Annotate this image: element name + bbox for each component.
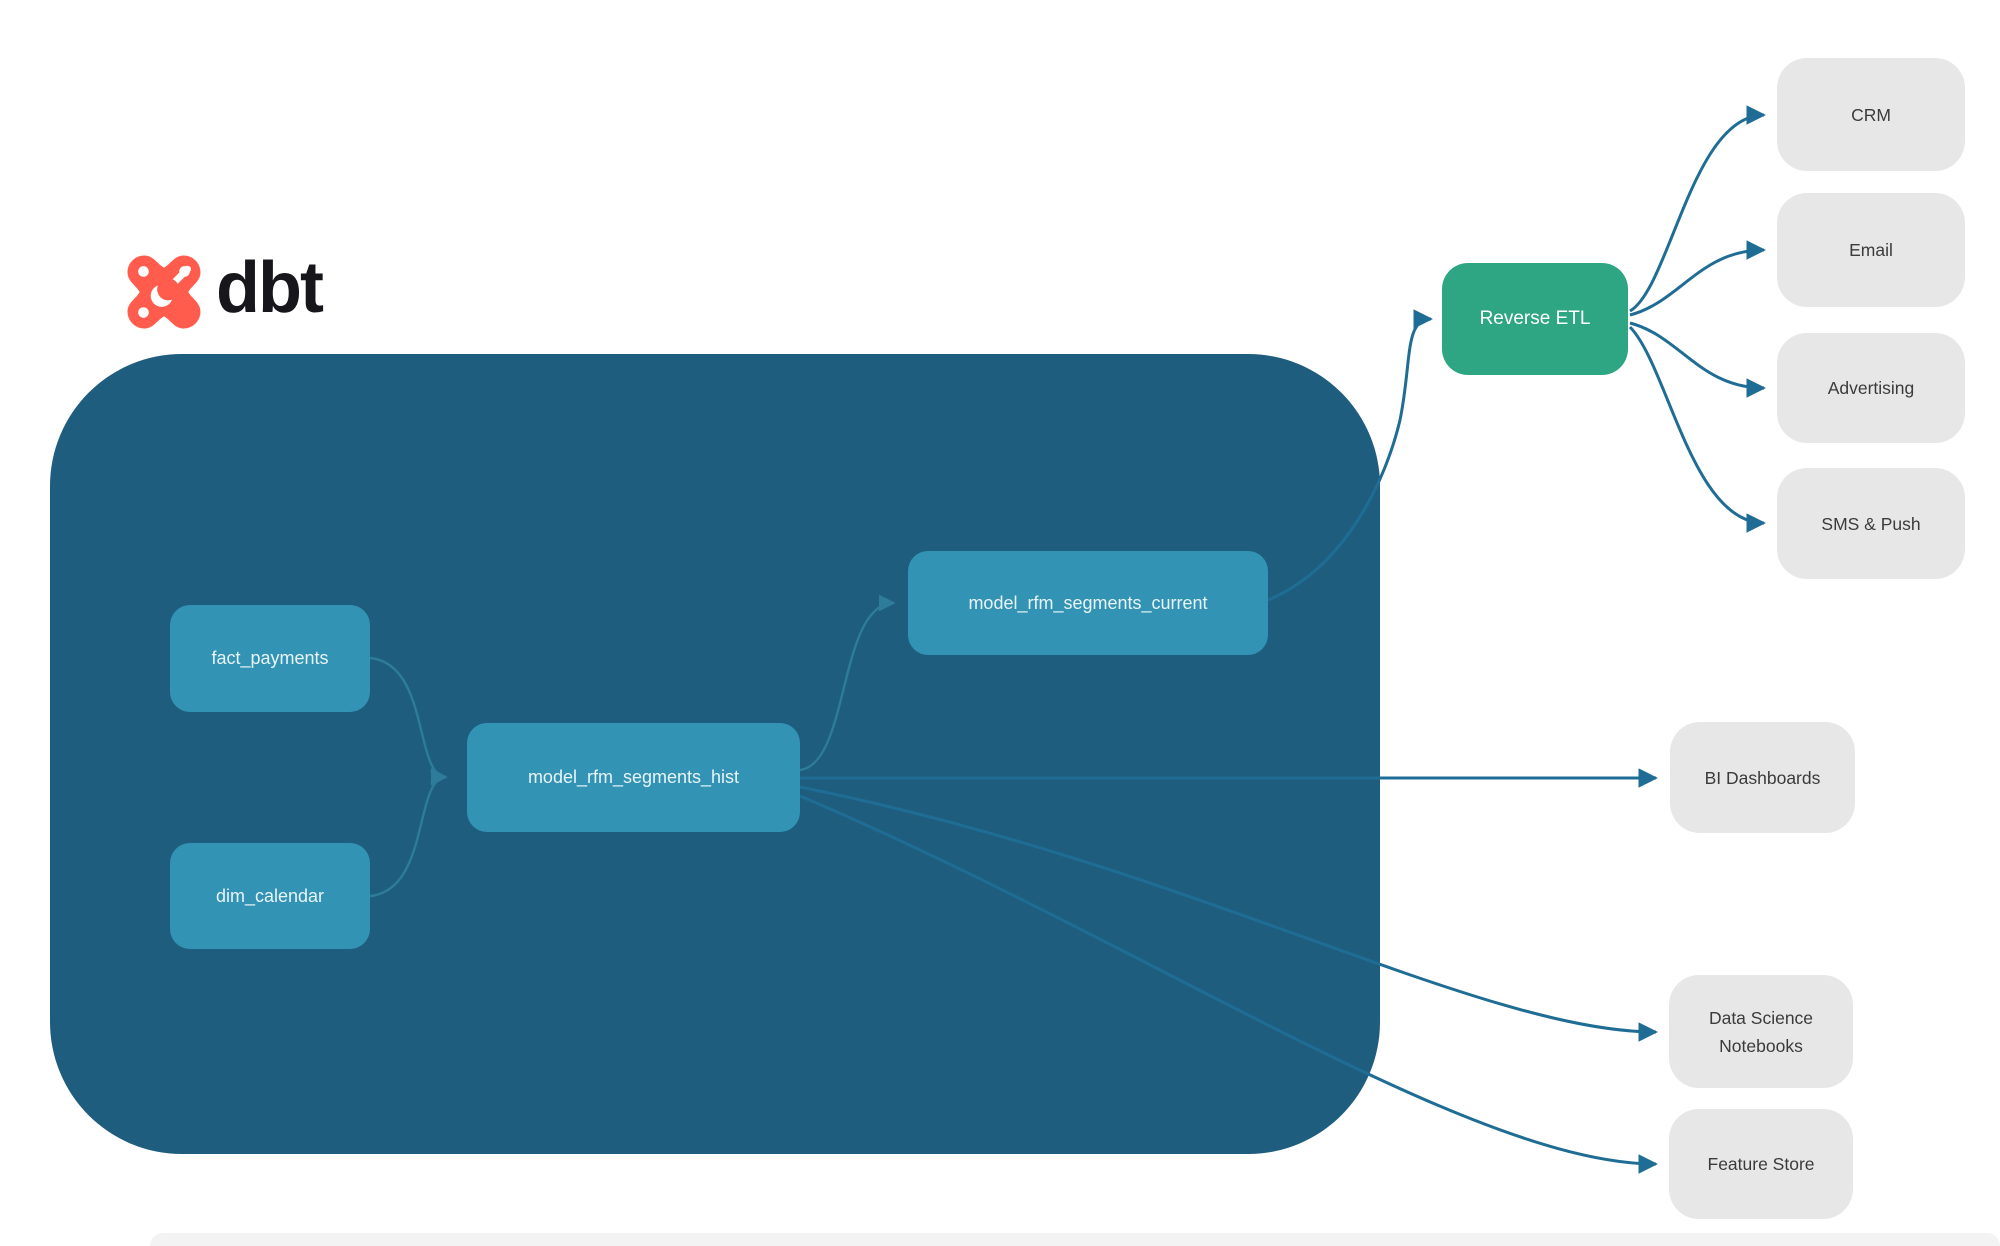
edge-reverse-etl-to-advertising — [1629, 321, 1766, 398]
node-bi-dashboards: BI Dashboards — [1670, 722, 1855, 833]
edge-reverse-etl-to-crm — [1629, 105, 1766, 313]
dbt-logo: dbt — [126, 248, 324, 330]
node-email: Email — [1777, 193, 1965, 307]
node-label: Email — [1849, 240, 1893, 260]
node-fact-payments: fact_payments — [170, 605, 370, 712]
node-label: model_rfm_segments_hist — [527, 767, 740, 787]
node-feature-store: Feature Store — [1669, 1109, 1853, 1219]
node-label: Reverse ETL — [1479, 308, 1591, 329]
node-crm: CRM — [1777, 58, 1965, 171]
node-label: Data Science Notebooks — [1708, 1007, 1814, 1056]
node-model-rfm-segments-current: model_rfm_segments_current — [908, 551, 1268, 655]
node-data-science-notebooks: Data Science Notebooks — [1669, 975, 1853, 1088]
node-label: fact_payments — [211, 648, 329, 668]
node-advertising: Advertising — [1777, 333, 1965, 443]
node-label: Feature Store — [1707, 1154, 1815, 1174]
node-label: Advertising — [1827, 378, 1915, 398]
edge-reverse-etl-to-sms-push — [1628, 325, 1766, 533]
bottom-section-edge — [150, 1233, 2000, 1246]
node-label: SMS & Push — [1821, 513, 1921, 534]
node-dim-calendar: dim_calendar — [170, 843, 370, 949]
node-sms-push: SMS & Push — [1777, 468, 1965, 579]
node-model-rfm-segments-hist: model_rfm_segments_hist — [467, 723, 800, 832]
node-label: CRM — [1851, 104, 1891, 125]
node-label: model_rfm_segments_current — [968, 592, 1208, 613]
node-label: dim_calendar — [215, 885, 325, 906]
dbt-star-icon — [127, 255, 201, 329]
node-label: BI Dashboards — [1704, 767, 1821, 788]
edge-reverse-etl-to-email — [1629, 240, 1766, 317]
node-reverse-etl: Reverse ETL — [1442, 263, 1628, 375]
dbt-logo-wordmark: dbt — [216, 248, 324, 328]
